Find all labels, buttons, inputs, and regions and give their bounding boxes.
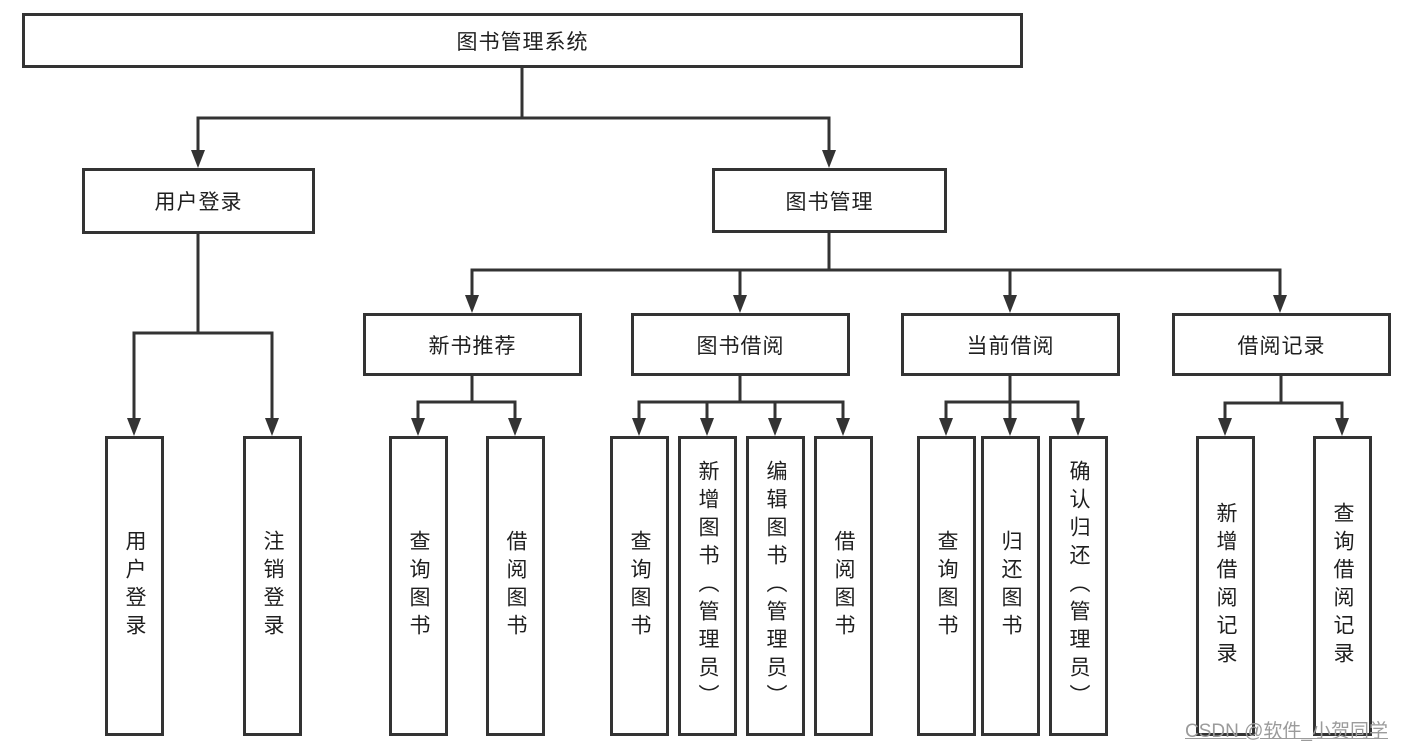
node-current-borrowing: 当前借阅 (901, 313, 1120, 376)
connector-login-children (132, 234, 274, 419)
node-label: 编辑图书（管理员） (764, 460, 787, 712)
connector-newbook-children (416, 376, 517, 419)
node-add-borrow-record: 新增借阅记录 (1196, 436, 1255, 736)
node-borrow-books-newbook: 借阅图书 (486, 436, 545, 736)
arrow-icon (1003, 295, 1017, 313)
node-add-books-admin: 新增图书（管理员） (678, 436, 737, 736)
node-label: 注销登录 (261, 530, 284, 642)
connector-current-children (944, 376, 1080, 419)
arrow-icon (836, 418, 850, 436)
node-new-book-recommendation: 新书推荐 (363, 313, 582, 376)
arrow-icon (1071, 418, 1085, 436)
arrow-icon (265, 418, 279, 436)
node-book-management-label: 图书管理 (785, 190, 874, 214)
arrow-icon (1003, 418, 1017, 436)
node-label: 新增图书（管理员） (696, 460, 719, 712)
node-query-books-borrowing: 查询图书 (610, 436, 669, 736)
node-book-borrowing-label: 图书借阅 (696, 334, 785, 358)
node-confirm-return-admin: 确认归还（管理员） (1049, 436, 1108, 736)
watermark: CSDN @软件_小贺同学 (1185, 721, 1388, 742)
node-query-books-newbook: 查询图书 (389, 436, 448, 736)
node-borrow-books-borrowing: 借阅图书 (814, 436, 873, 736)
arrow-icon (411, 418, 425, 436)
node-user-login-label: 用户登录 (154, 191, 243, 214)
node-book-management: 图书管理 (712, 168, 947, 233)
node-user-login-action: 用户登录 (105, 436, 164, 736)
arrow-icon (1218, 418, 1232, 436)
node-label: 查询图书 (628, 530, 651, 642)
node-edit-books-admin: 编辑图书（管理员） (746, 436, 805, 736)
arrow-icon (191, 150, 205, 168)
node-return-books: 归还图书 (981, 436, 1040, 736)
arrow-icon (465, 295, 479, 313)
node-label: 查询借阅记录 (1331, 502, 1354, 670)
arrow-icon (768, 418, 782, 436)
node-label: 借阅图书 (504, 530, 527, 642)
arrow-icon (733, 295, 747, 313)
connector-management-to-level3 (470, 233, 1282, 296)
arrow-icon (1273, 295, 1287, 313)
node-label: 借阅图书 (832, 530, 855, 642)
arrow-icon (632, 418, 646, 436)
connector-borrowing-children (637, 376, 845, 419)
node-label: 归还图书 (999, 530, 1022, 642)
node-label: 确认归还（管理员） (1067, 460, 1090, 712)
node-book-borrowing: 图书借阅 (631, 313, 850, 376)
node-current-borrowing-label: 当前借阅 (966, 334, 1055, 358)
node-root: 图书管理系统 (22, 13, 1023, 68)
node-borrowing-records: 借阅记录 (1172, 313, 1391, 376)
connector-root-to-level2 (196, 68, 831, 151)
arrow-icon (1335, 418, 1349, 436)
node-label: 查询图书 (935, 530, 958, 642)
arrow-icon (127, 418, 141, 436)
node-root-label: 图书管理系统 (456, 30, 589, 54)
node-label: 查询图书 (407, 530, 430, 642)
arrowheads (127, 150, 1349, 436)
node-label: 用户登录 (123, 530, 146, 642)
node-query-books-current: 查询图书 (917, 436, 976, 736)
arrow-icon (939, 418, 953, 436)
connector-records-children (1223, 376, 1344, 419)
arrow-icon (822, 150, 836, 168)
node-logout-action: 注销登录 (243, 436, 302, 736)
node-query-borrow-record: 查询借阅记录 (1313, 436, 1372, 736)
node-user-login: 用户登录 (82, 168, 315, 234)
arrow-icon (508, 418, 522, 436)
node-borrowing-records-label: 借阅记录 (1237, 334, 1326, 358)
arrow-icon (700, 418, 714, 436)
node-label: 新增借阅记录 (1214, 502, 1237, 670)
node-new-book-recommendation-label: 新书推荐 (428, 334, 517, 358)
